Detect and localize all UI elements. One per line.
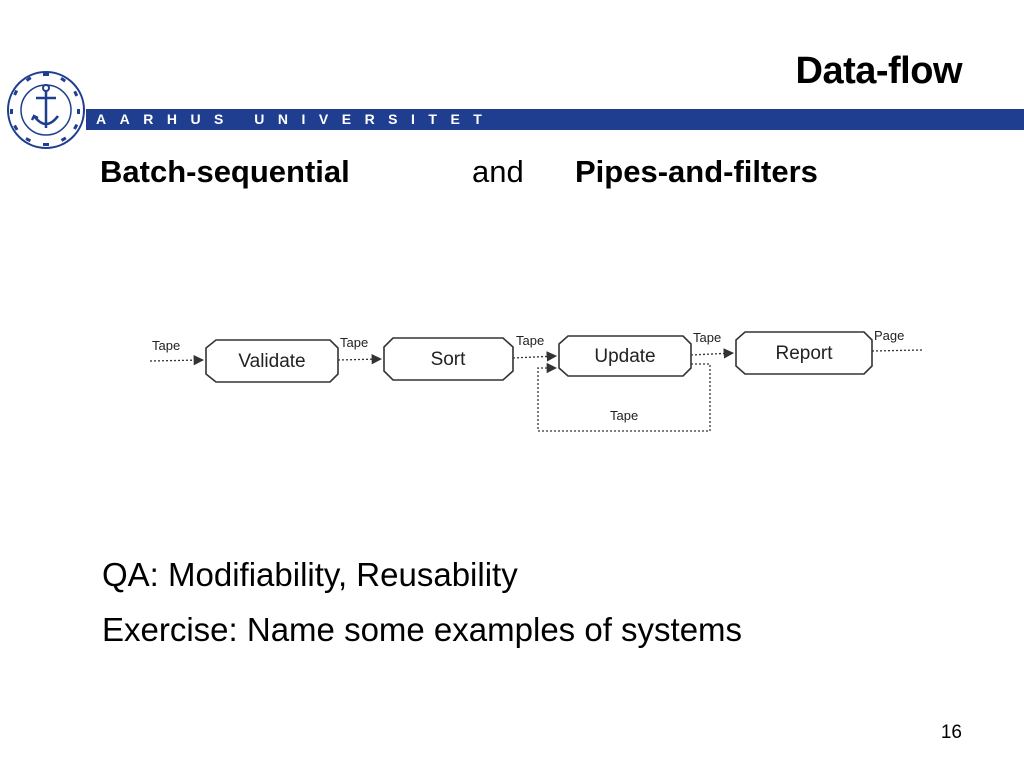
university-seal-logo xyxy=(7,71,85,149)
edge-label-output: Page xyxy=(874,328,904,343)
edge-output xyxy=(871,349,923,352)
node-update-shape xyxy=(558,335,692,377)
edge-update-report xyxy=(690,348,735,359)
edge-sort-update xyxy=(512,351,558,362)
slide-title: Data-flow xyxy=(795,50,963,92)
university-name: AARHUS UNIVERSITET xyxy=(96,111,496,127)
node-sort-shape xyxy=(383,337,514,381)
edge-feedback xyxy=(537,362,711,432)
heading-and: and xyxy=(472,154,524,189)
heading-pipes-and-filters: Pipes-and-filters xyxy=(575,154,818,189)
edge-label-feedback: Tape xyxy=(610,408,638,423)
node-sort-label: Sort xyxy=(431,349,467,370)
node-report-shape xyxy=(735,331,873,375)
page-number: 16 xyxy=(940,722,962,743)
university-band xyxy=(86,109,1024,130)
heading-batch-sequential: Batch-sequential xyxy=(100,154,350,189)
edge-label-sort-update: Tape xyxy=(516,333,544,348)
edge-label-update-report: Tape xyxy=(693,330,721,345)
edge-label-input: Tape xyxy=(152,338,180,353)
bullet-list: QA: Modifiability, Reusability Exercise:… xyxy=(102,556,742,666)
node-validate-label: Validate xyxy=(238,351,305,372)
bullet-exercise: Exercise: Name some examples of systems xyxy=(102,611,743,648)
edge-label-validate-sort: Tape xyxy=(340,335,368,350)
edge-input xyxy=(149,354,205,366)
bullet-qa: QA: Modifiability, Reusability xyxy=(102,556,518,593)
node-report-label: Report xyxy=(775,343,833,364)
node-update-label: Update xyxy=(594,346,655,367)
edge-validate-sort xyxy=(337,354,383,365)
batch-sequential-diagram: Validate Sort Update Report Tape Tape Ta… xyxy=(149,328,923,432)
node-validate-shape xyxy=(205,339,339,383)
